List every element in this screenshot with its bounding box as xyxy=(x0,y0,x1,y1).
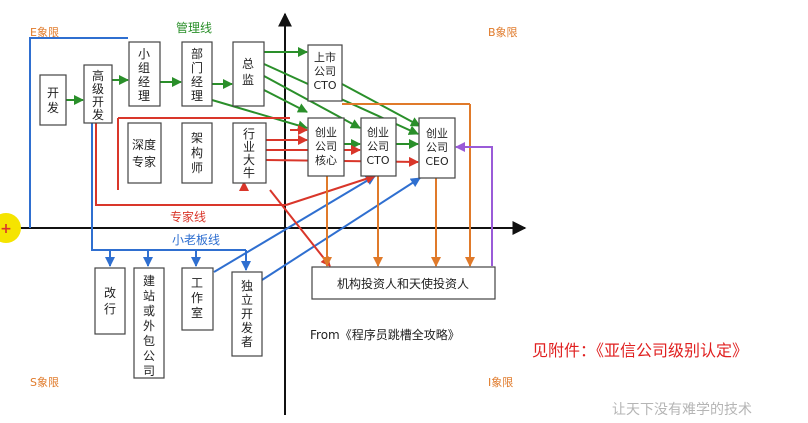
investors-label: 机构投资人和天使投资人 xyxy=(337,276,469,291)
arrow-indie-to-startup-ceo xyxy=(261,177,421,281)
expert-track-label: 专家线 xyxy=(170,209,206,224)
box-dev-text: 开 xyxy=(47,86,59,100)
svg-text:行业大牛: 行业大牛 xyxy=(243,127,255,180)
box-industry-guru: 行业大牛 xyxy=(232,122,267,184)
arrow-director-to-startup-core xyxy=(263,89,308,113)
box-director: 总监 xyxy=(232,41,265,107)
box-dept-manager: 部门经理 xyxy=(181,41,213,107)
small-boss-frame-line xyxy=(29,37,128,228)
svg-text:建站或外包公司: 建站或外包公司 xyxy=(143,274,155,378)
investor-track xyxy=(322,103,475,267)
arrow-expert-down-investors xyxy=(269,189,331,267)
attachment-note: 见附件：《亚信公司级别认定》 xyxy=(532,341,748,360)
expert-frame-line xyxy=(95,122,286,206)
svg-text:高级开发: 高级开发 xyxy=(92,68,104,122)
svg-text:工作室: 工作室 xyxy=(191,276,203,320)
expert-top-line xyxy=(117,117,290,190)
watermark-text: 让天下没有难学的技术 xyxy=(612,402,752,418)
cursor-plus-icon: + xyxy=(0,221,12,237)
box-expert: 深度专家 xyxy=(127,122,162,184)
svg-text:创业公司核心: 创业公司核心 xyxy=(315,126,337,167)
box-architect: 架构师 xyxy=(181,122,213,184)
svg-text:改行: 改行 xyxy=(104,286,116,316)
arrow-studio-to-startup-cto xyxy=(213,175,376,273)
svg-text:小组经理: 小组经理 xyxy=(138,47,150,103)
quadrant-b-label: B象限 xyxy=(488,26,518,39)
svg-text:开发: 开发 xyxy=(47,86,59,115)
box-startup-core: 创业公司核心 xyxy=(307,117,345,177)
box-studio: 工作室 xyxy=(181,267,214,331)
svg-text:架构师: 架构师 xyxy=(191,131,203,175)
small-boss-bus-line xyxy=(91,122,246,251)
small-boss-track-label: 小老板线 xyxy=(172,233,220,247)
quadrant-s-label: S象限 xyxy=(30,376,59,389)
box-senior-dev: 高级开发 xyxy=(83,64,113,124)
box-career-change: 改行 xyxy=(94,267,126,335)
svg-text:深度专家: 深度专家 xyxy=(132,137,156,169)
box-indie-dev: 独立开发者 xyxy=(231,271,263,357)
arrow-investors-to-ceo xyxy=(455,142,493,266)
cursor-indicator: + xyxy=(0,213,21,243)
small-boss-track xyxy=(29,37,421,281)
box-investors: 机构投资人和天使投资人 xyxy=(311,266,496,300)
svg-text:部门经理: 部门经理 xyxy=(191,46,203,103)
management-track xyxy=(66,47,421,149)
quadrant-e-label: E象限 xyxy=(30,26,59,39)
management-track-label: 管理线 xyxy=(176,20,212,35)
svg-text:独立开发者: 独立开发者 xyxy=(241,279,253,349)
svg-text:总监: 总监 xyxy=(242,57,254,87)
source-caption: From《程序员跳槽全攻略》 xyxy=(310,327,460,342)
quadrant-i-label: I象限 xyxy=(488,376,513,389)
box-outsourcing: 建站或外包公司 xyxy=(133,267,165,379)
box-dev: 开发 xyxy=(39,74,67,126)
arrow-dept-to-startup-core xyxy=(211,99,308,131)
box-team-lead: 小组经理 xyxy=(128,41,161,107)
arrow-red-to-cto xyxy=(285,174,376,206)
